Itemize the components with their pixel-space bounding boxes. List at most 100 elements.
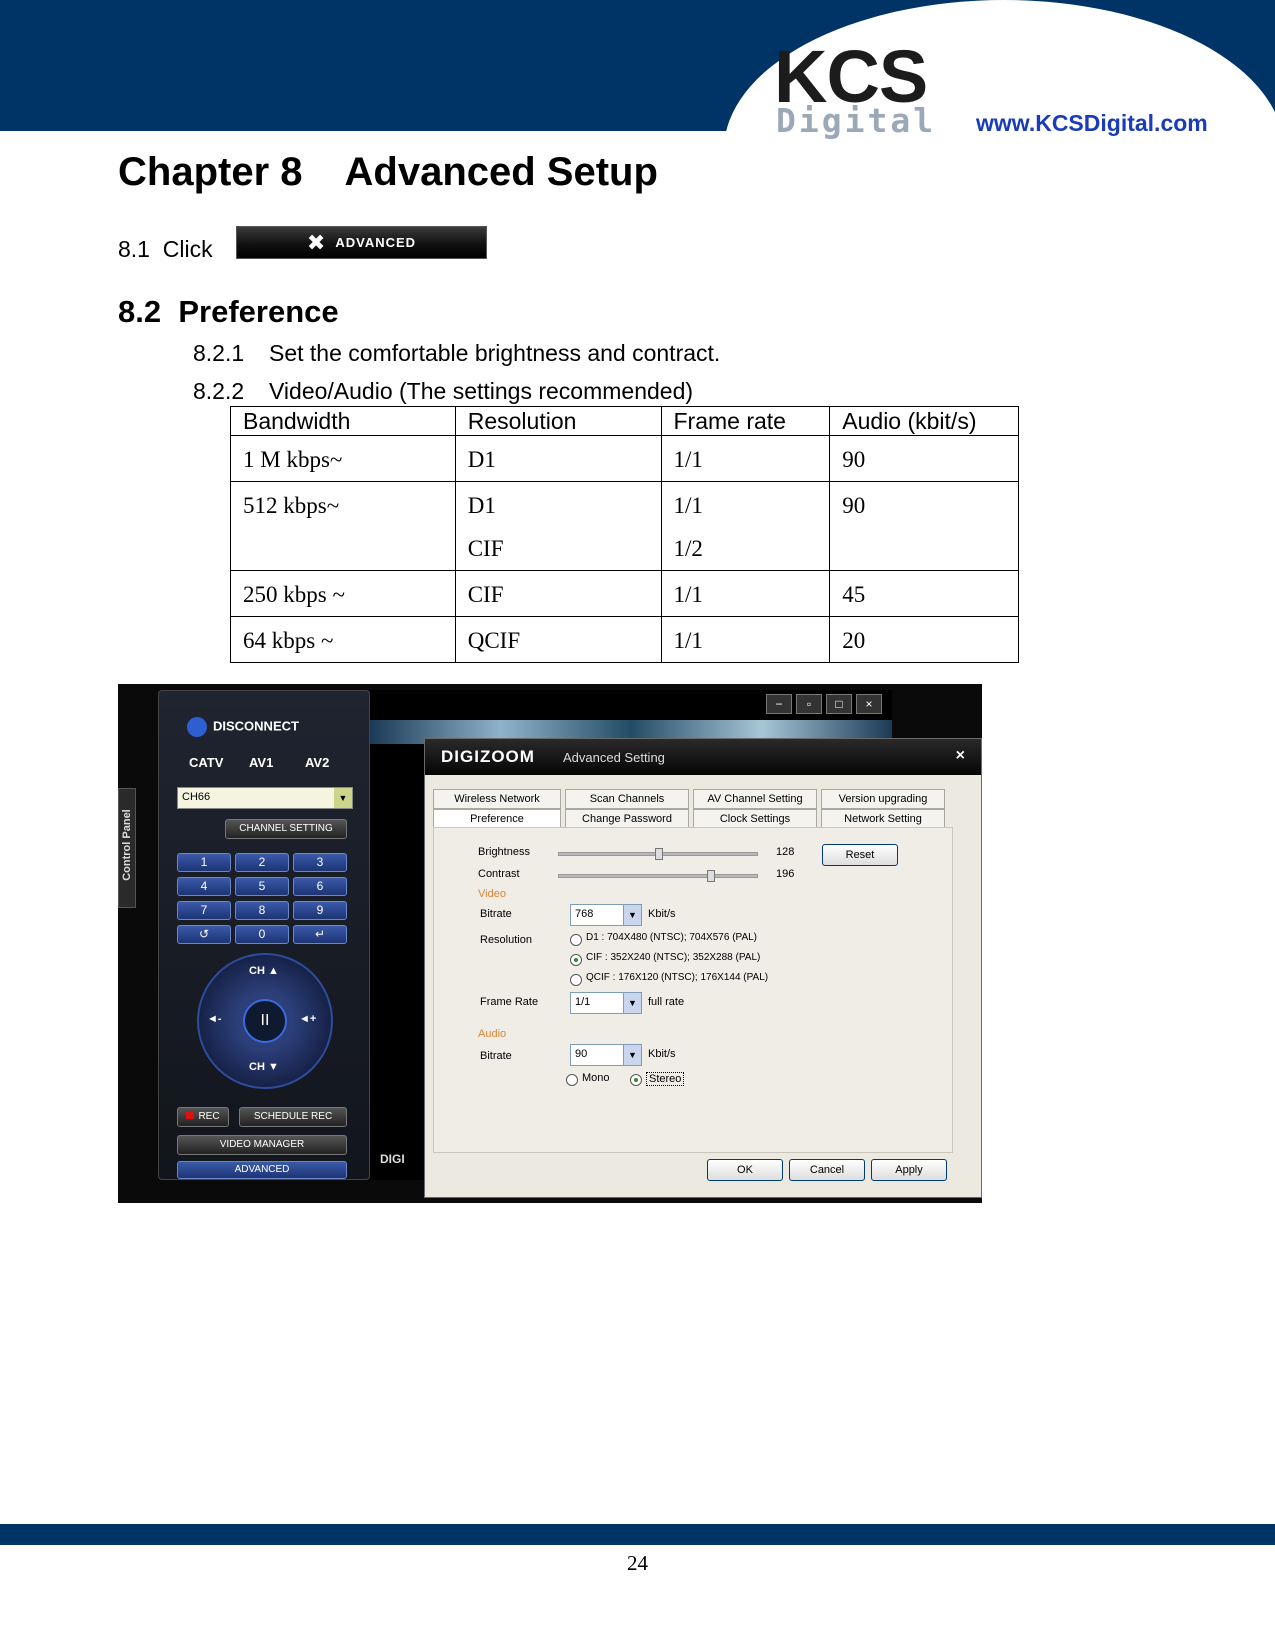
video-bitrate-select[interactable]: 768▼ bbox=[570, 904, 642, 926]
table-cell: 1 M kbps~ bbox=[230, 435, 456, 482]
keypad-button[interactable]: 1 bbox=[177, 853, 231, 872]
control-panel-tab[interactable]: Control Panel bbox=[118, 788, 136, 908]
channel-setting-button[interactable]: CHANNEL SETTING bbox=[225, 819, 347, 839]
audio-stereo-radio[interactable] bbox=[630, 1074, 642, 1086]
advanced-button-label: ADVANCED bbox=[335, 235, 417, 250]
reset-button[interactable]: Reset bbox=[822, 844, 898, 866]
tab-version-upgrading[interactable]: Version upgrading bbox=[821, 789, 945, 809]
table-row: 250 kbps ~ CIF 1/1 45 bbox=[230, 570, 1019, 617]
tab-network-setting[interactable]: Network Setting bbox=[821, 809, 945, 829]
resolution-radio-qcif[interactable] bbox=[570, 974, 582, 986]
keypad-button[interactable]: 0 bbox=[235, 925, 289, 944]
maximize-icon[interactable]: □ bbox=[826, 694, 852, 714]
table-cell: D1 CIF bbox=[454, 481, 662, 571]
subsection-number: 8.2.2 bbox=[193, 378, 245, 404]
channel-down-button[interactable]: CH ▼ bbox=[249, 1061, 279, 1073]
table-header: Frame rate bbox=[660, 406, 831, 436]
rec-button[interactable]: REC bbox=[177, 1107, 229, 1127]
keypad-button[interactable]: 3 bbox=[293, 853, 347, 872]
table-header-row: Bandwidth Resolution Frame rate Audio (k… bbox=[230, 406, 1019, 436]
source-av2-button[interactable]: AV2 bbox=[305, 755, 330, 770]
keypad-button[interactable]: 4 bbox=[177, 877, 231, 896]
channel-select[interactable]: CH66▼ bbox=[177, 787, 353, 809]
contrast-value: 196 bbox=[776, 868, 795, 880]
advanced-button-image: ✖ ADVANCED bbox=[236, 226, 487, 259]
settings-table: Bandwidth Resolution Frame rate Audio (k… bbox=[230, 406, 1019, 663]
audio-bitrate-value: 90 bbox=[575, 1048, 588, 1060]
tab-av-channel-setting[interactable]: AV Channel Setting bbox=[693, 789, 817, 809]
tab-wireless-network[interactable]: Wireless Network bbox=[433, 789, 561, 809]
remote-control-panel: DISCONNECT CATV AV1 AV2 CH66▼ CHANNEL SE… bbox=[158, 690, 370, 1180]
resolution-option-qcif: QCIF : 176X120 (NTSC); 176X144 (PAL) bbox=[586, 972, 769, 983]
preference-pane: Brightness 128 Reset Contrast 196 Video … bbox=[433, 827, 953, 1153]
advanced-button[interactable]: ADVANCED bbox=[177, 1161, 347, 1179]
footer-band bbox=[0, 1524, 1275, 1545]
audio-stereo-label: Stereo bbox=[646, 1072, 685, 1086]
frame-rate-note: full rate bbox=[648, 996, 685, 1008]
table-cell: 90 bbox=[829, 481, 1019, 571]
contrast-slider-thumb[interactable] bbox=[707, 870, 715, 882]
app-screenshot: Control Panel DISCONNECT CATV AV1 AV2 CH… bbox=[118, 684, 982, 1203]
keypad-button[interactable]: 9 bbox=[293, 901, 347, 920]
recall-button[interactable]: ↺ bbox=[177, 925, 231, 944]
control-panel-tab-label: Control Panel bbox=[121, 809, 133, 881]
contrast-slider[interactable] bbox=[558, 870, 758, 882]
restore-icon[interactable]: ▫ bbox=[796, 694, 822, 714]
table-cell: 20 bbox=[829, 616, 1019, 663]
table-cell: 45 bbox=[829, 570, 1019, 617]
chapter-number: Chapter 8 bbox=[118, 150, 303, 194]
brand-url[interactable]: www.KCSDigital.com bbox=[976, 110, 1208, 136]
step-8-1: 8.1 Click bbox=[118, 236, 213, 263]
keypad-button[interactable]: 7 bbox=[177, 901, 231, 920]
volume-up-button[interactable]: ◄+ bbox=[299, 1013, 317, 1025]
minimize-icon[interactable]: − bbox=[766, 694, 792, 714]
close-icon[interactable]: × bbox=[856, 694, 882, 714]
apply-button[interactable]: Apply bbox=[871, 1159, 947, 1181]
keypad-button[interactable]: 6 bbox=[293, 877, 347, 896]
resolution-radio-cif[interactable] bbox=[570, 954, 582, 966]
video-manager-button[interactable]: VIDEO MANAGER bbox=[177, 1135, 347, 1155]
page-number: 24 bbox=[627, 1551, 648, 1575]
dialog-close-icon[interactable]: × bbox=[955, 747, 965, 764]
table-cell: 1/1 bbox=[660, 616, 831, 663]
audio-mono-radio[interactable] bbox=[566, 1074, 578, 1086]
tab-change-password[interactable]: Change Password bbox=[565, 809, 689, 829]
audio-bitrate-select[interactable]: 90▼ bbox=[570, 1044, 642, 1066]
resolution-radio-d1[interactable] bbox=[570, 934, 582, 946]
frame-rate-select[interactable]: 1/1▼ bbox=[570, 992, 642, 1014]
video-bitrate-unit: Kbit/s bbox=[648, 908, 676, 920]
schedule-rec-button[interactable]: SCHEDULE REC bbox=[239, 1107, 347, 1127]
enter-button[interactable]: ↵ bbox=[293, 925, 347, 944]
tab-clock-settings[interactable]: Clock Settings bbox=[693, 809, 817, 829]
brightness-slider-thumb[interactable] bbox=[655, 848, 663, 860]
section-number: 8.2 bbox=[118, 294, 162, 329]
keypad-button[interactable]: 5 bbox=[235, 877, 289, 896]
record-icon bbox=[186, 1111, 195, 1119]
table-cell-line: 1/2 bbox=[673, 536, 703, 561]
disconnect-button[interactable]: DISCONNECT bbox=[187, 717, 299, 737]
channel-up-button[interactable]: CH ▲ bbox=[249, 965, 279, 977]
tab-preference[interactable]: Preference bbox=[433, 809, 561, 829]
keypad-button[interactable]: 8 bbox=[235, 901, 289, 920]
audio-bitrate-label: Bitrate bbox=[480, 1050, 512, 1062]
brightness-slider[interactable] bbox=[558, 848, 758, 860]
volume-down-button[interactable]: ◄- bbox=[207, 1013, 222, 1025]
keypad-button[interactable]: 2 bbox=[235, 853, 289, 872]
chevron-down-icon: ▼ bbox=[334, 788, 352, 808]
source-catv-button[interactable]: CATV bbox=[189, 755, 224, 770]
tools-icon: ✖ bbox=[306, 229, 326, 255]
table-cell: 250 kbps ~ bbox=[230, 570, 456, 617]
dialog-logo: DIGIZOOM bbox=[441, 747, 535, 766]
section-heading: 8.2 Preference bbox=[118, 294, 339, 330]
pause-button[interactable]: II bbox=[243, 999, 287, 1043]
ok-button[interactable]: OK bbox=[707, 1159, 783, 1181]
table-row: 1 M kbps~ D1 1/1 90 bbox=[230, 435, 1019, 482]
video-bitrate-value: 768 bbox=[575, 908, 594, 920]
tab-scan-channels[interactable]: Scan Channels bbox=[565, 789, 689, 809]
source-av1-button[interactable]: AV1 bbox=[249, 755, 274, 770]
subsection-number: 8.2.1 bbox=[193, 340, 245, 366]
cancel-button[interactable]: Cancel bbox=[789, 1159, 865, 1181]
